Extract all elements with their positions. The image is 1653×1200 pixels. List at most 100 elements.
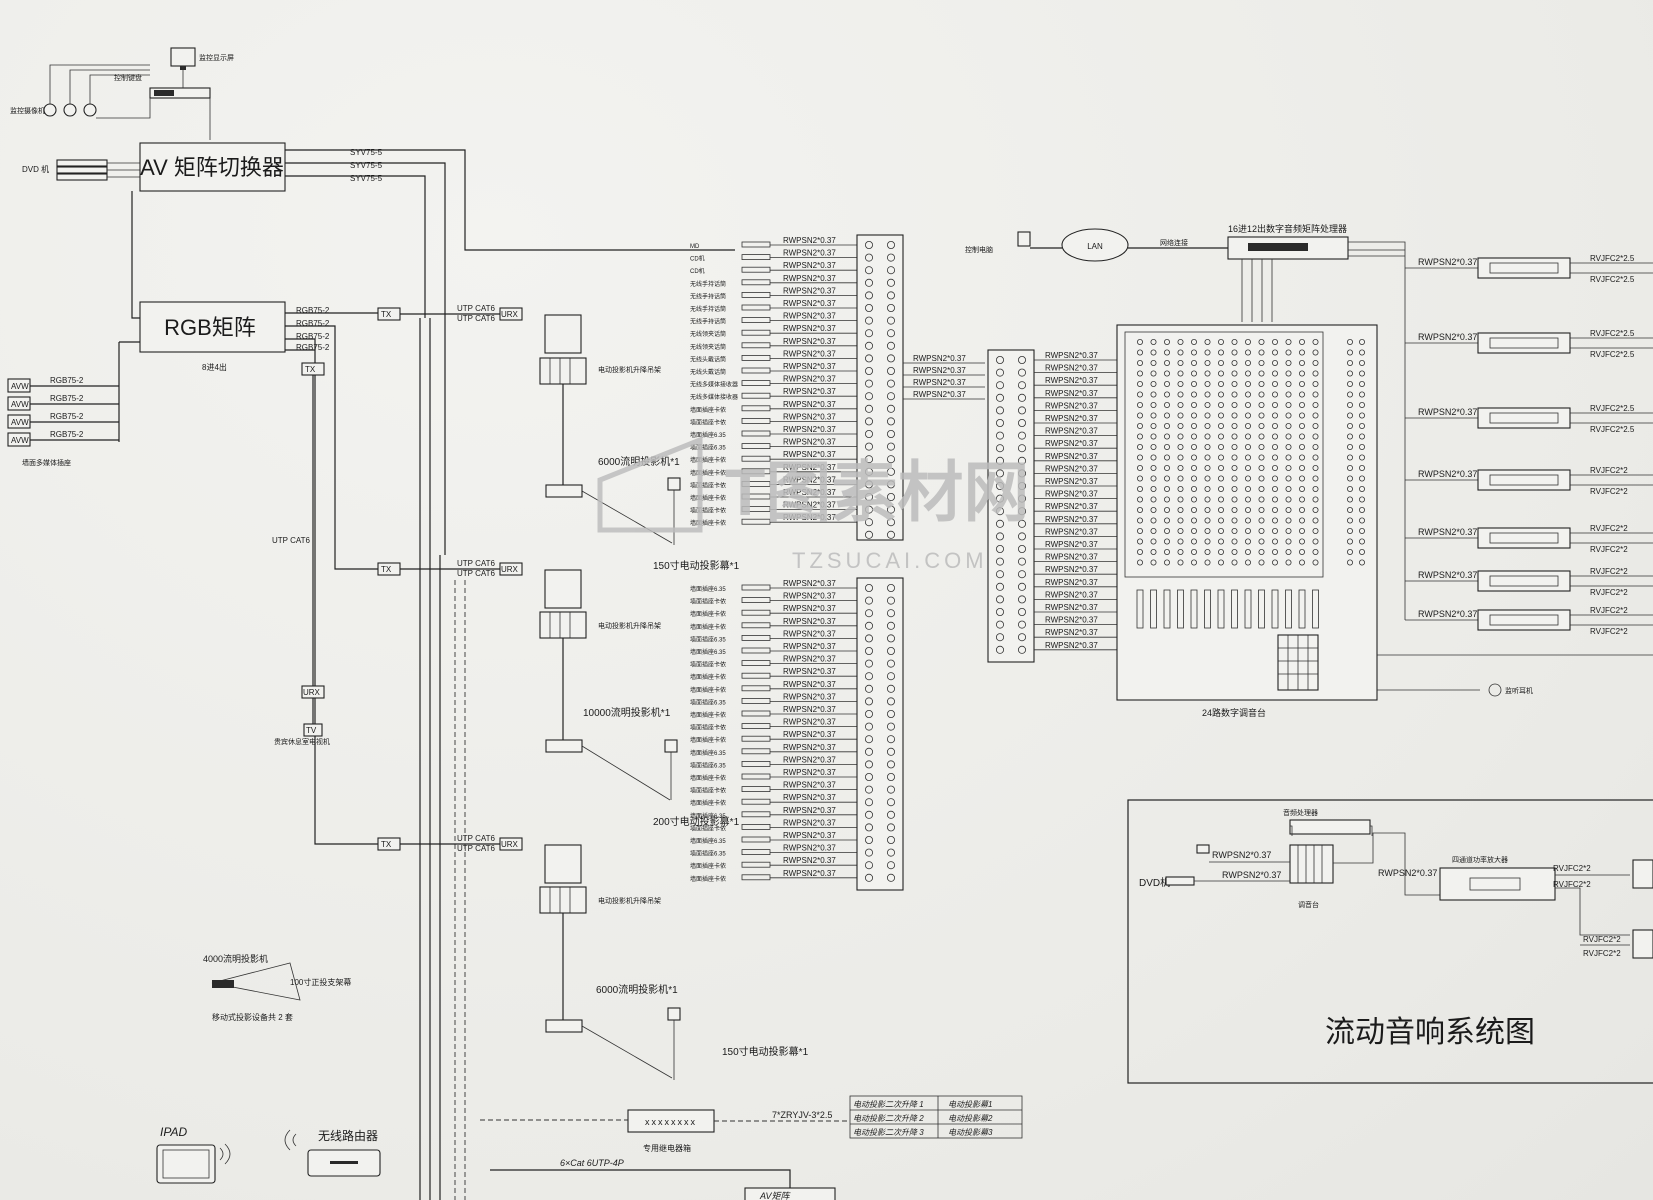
console-master-knob xyxy=(1347,433,1354,440)
console-knob xyxy=(1137,464,1144,471)
upper-source-15: 墙面插座卡侬 xyxy=(690,418,726,426)
lower-source-19: 墙面插座6.35 xyxy=(690,812,726,820)
lower-jacks-jack-a-21 xyxy=(865,836,874,845)
lower-cable-label-21: RWPSN2*0.37 xyxy=(783,831,836,840)
console-knob xyxy=(1137,433,1144,440)
console-cable-label-19: RWPSN2*0.37 xyxy=(1045,578,1098,587)
console-knob xyxy=(1285,391,1292,398)
console-cable-label-15: RWPSN2*0.37 xyxy=(1045,527,1098,536)
utp-label-1a: UTP CAT6 xyxy=(457,304,495,313)
upper-jacks-jack-a-5 xyxy=(865,291,874,300)
console-knob xyxy=(1285,380,1292,387)
console-knob xyxy=(1191,391,1198,398)
console-knob xyxy=(1137,549,1144,556)
console-knob xyxy=(1177,549,1184,556)
console-knob xyxy=(1258,422,1265,429)
console-knob xyxy=(1150,517,1157,524)
lower-jacks-jack-b-20 xyxy=(887,823,896,832)
console-knob xyxy=(1285,401,1292,408)
console-knob xyxy=(1245,517,1252,524)
console-knob xyxy=(1164,454,1171,461)
console-knob xyxy=(1150,433,1157,440)
mobile-mixer-label: 调音台 xyxy=(1298,900,1319,909)
console-knob xyxy=(1272,549,1279,556)
console-knob xyxy=(1272,412,1279,419)
console-knob xyxy=(1150,464,1157,471)
console-master-knob xyxy=(1359,338,1366,345)
projection-branch-2: TX UTP CAT6 UTP CAT6 URX xyxy=(377,559,523,578)
upper-source-7: 无线手持话筒 xyxy=(690,318,726,326)
tv-urx-box: URX xyxy=(303,688,321,697)
console-knob xyxy=(1191,464,1198,471)
lower-cable-label-10: RWPSN2*0.37 xyxy=(783,692,836,701)
upper-jacks-jack-a-19 xyxy=(865,467,874,476)
lower-cable-label-24: RWPSN2*0.37 xyxy=(783,869,836,878)
amp-output-cable-b-3: RVJFC2*2.5 xyxy=(1590,425,1635,434)
monitor-label: 监控显示屏 xyxy=(199,53,234,62)
upper-source-5: 无线手持话筒 xyxy=(690,292,726,300)
console-knob xyxy=(1218,485,1225,492)
console-knob xyxy=(1191,338,1198,345)
lower-source-device-16 xyxy=(741,773,771,780)
console-cable-label-10: RWPSN2*0.37 xyxy=(1045,464,1098,473)
upper-jacks-jack-b-23 xyxy=(887,518,896,527)
mid-jacks-jack-a-22 xyxy=(996,620,1005,629)
mid-jacks-jack-a-6 xyxy=(996,418,1005,427)
console-master-knob xyxy=(1359,549,1366,556)
console-knob xyxy=(1272,496,1279,503)
utp-label-3b: UTP CAT6 xyxy=(457,844,495,853)
lower-jacks-jack-b-18 xyxy=(887,798,896,807)
console-knob xyxy=(1258,517,1265,524)
amp-output-cable-b-4: RVJFC2*2 xyxy=(1590,487,1628,496)
console-knob xyxy=(1299,349,1306,356)
console-knob xyxy=(1299,559,1306,566)
lower-cable-label-15: RWPSN2*0.37 xyxy=(783,755,836,764)
mid-jacks-jack-a-4 xyxy=(996,393,1005,402)
console-knob xyxy=(1150,338,1157,345)
lower-jacks-jack-a-23 xyxy=(865,861,874,870)
lower-cable-label-12: RWPSN2*0.37 xyxy=(783,718,836,727)
console-knob xyxy=(1164,433,1171,440)
relay-row-2-b: 电动投影幕2 xyxy=(948,1114,993,1123)
upper-cable-label-5: RWPSN2*0.37 xyxy=(783,286,836,295)
upper-cable-label-18: RWPSN2*0.37 xyxy=(783,450,836,459)
portable-projector: 4000流明投影机 100寸正投支架幕 移动式投影设备共 2 套 xyxy=(203,953,351,1022)
console-knob xyxy=(1299,475,1306,482)
av-matrix-switcher: AV 矩阵切换器 xyxy=(139,142,286,192)
console-knob xyxy=(1299,464,1306,471)
upper-cable-label-19: RWPSN2*0.37 xyxy=(783,463,836,472)
upper-source-device-6 xyxy=(741,304,771,311)
console-knob xyxy=(1231,422,1238,429)
mid-cable-3: RWPSN2*0.37 xyxy=(913,378,966,387)
console-knob xyxy=(1177,349,1184,356)
tx-box-1: TX xyxy=(381,310,392,319)
upper-jacks-jack-b-4 xyxy=(887,278,896,287)
lower-source-device-10 xyxy=(741,698,771,704)
console-knob xyxy=(1177,475,1184,482)
mid-jacks-jack-a-18 xyxy=(996,570,1005,579)
amp-output-lines-1 xyxy=(1570,262,1653,274)
console-master-knob xyxy=(1347,475,1354,482)
console-cable-label-17: RWPSN2*0.37 xyxy=(1045,553,1098,562)
relay-row-2-a: 电动投影二次升降 2 xyxy=(853,1114,924,1123)
console-knob xyxy=(1272,433,1279,440)
rgb-out-label-1: RGB75-2 xyxy=(296,306,330,315)
console-knob xyxy=(1231,549,1238,556)
upper-jacks-jack-b-10 xyxy=(887,354,896,363)
lower-jacks-jack-b-10 xyxy=(887,697,896,706)
upper-cable-label-9: RWPSN2*0.37 xyxy=(783,337,836,346)
upper-cable-label-4: RWPSN2*0.37 xyxy=(783,274,836,283)
mid-jacks-jack-b-23 xyxy=(1018,633,1027,642)
mid-jacks-jack-a-10 xyxy=(996,469,1005,478)
mid-jacks-jack-b-5 xyxy=(1018,406,1027,415)
console-knob xyxy=(1177,528,1184,535)
upper-source-device-14 xyxy=(741,405,771,412)
console-knob xyxy=(1164,338,1171,345)
amplifier-4 xyxy=(1477,469,1571,491)
console-knob xyxy=(1177,443,1184,450)
console-knob xyxy=(1312,422,1319,429)
lower-cable-label-1: RWPSN2*0.37 xyxy=(783,579,836,588)
lower-source-2: 墙面插座卡侬 xyxy=(690,598,726,606)
console-knob xyxy=(1245,443,1252,450)
digital-console: 24路数字调音台 监听耳机 xyxy=(1116,324,1653,718)
